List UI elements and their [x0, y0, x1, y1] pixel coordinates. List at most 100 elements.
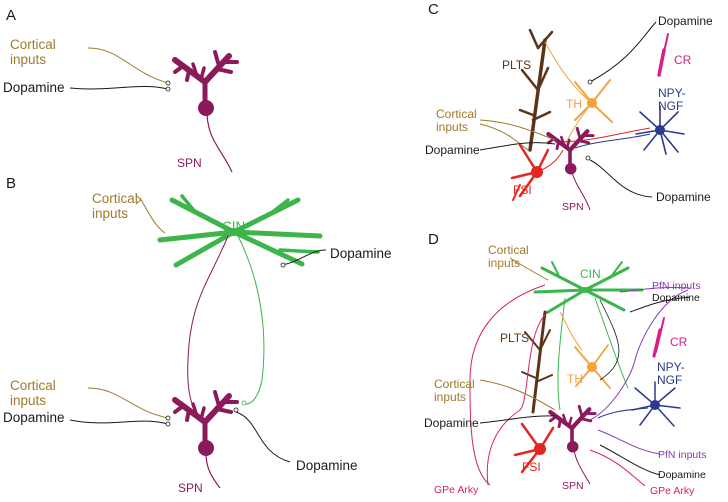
plts-neuron: [518, 28, 554, 152]
dopamine-label: Dopamine: [652, 292, 700, 304]
dopamine-label: Dopamine: [656, 190, 711, 204]
fsi-label: FSI: [513, 183, 532, 197]
dopamine-label: Dopamine: [425, 143, 480, 157]
synapse-terminal: [241, 400, 247, 406]
spn-axon: [571, 171, 591, 211]
npy-ngf-label: NPY- NGF: [658, 86, 689, 113]
gpe-arky-label: GPe Arky: [434, 484, 479, 496]
pfn-input-line: [589, 289, 689, 421]
cin-axon: [594, 297, 629, 389]
synapse-terminal: [165, 415, 171, 421]
th-label: TH: [567, 372, 583, 386]
plts-neuron: [521, 310, 553, 414]
dopamine-label: Dopamine: [658, 14, 713, 28]
cortical-input-line: [87, 47, 169, 84]
panel-d-letter: D: [428, 231, 439, 248]
dopamine-label: Dopamine: [3, 80, 65, 95]
spn-label: SPN: [562, 201, 584, 213]
panel-d: D: [424, 231, 706, 497]
synapse-terminal: [233, 407, 239, 413]
cortical-inputs-label: Cortical inputs: [92, 191, 142, 221]
dopamine-input-line: [629, 296, 691, 313]
fsi-neuron: [513, 422, 555, 474]
spn-axon: [206, 113, 233, 173]
dopamine-input-line: [589, 21, 657, 83]
dopamine-label: Dopamine: [296, 458, 358, 473]
panel-c: C: [425, 1, 713, 213]
gpe-arky-label: GPe Arky: [650, 485, 695, 497]
dopamine-input-line: [235, 411, 291, 463]
pfn-inputs-label: PfN inputs: [658, 449, 706, 461]
cin-neuron: [157, 194, 323, 268]
th-axon: [544, 41, 593, 104]
dopamine-input-line: [69, 85, 169, 90]
cortical-input-line: [479, 379, 556, 411]
cin-neuron: [533, 261, 644, 314]
dopamine-input-line: [599, 444, 661, 476]
npy-ngf-neuron: [631, 381, 681, 427]
gpe-arky-line: [589, 449, 646, 487]
synapse-terminal: [280, 262, 286, 268]
th-label: TH: [566, 97, 582, 111]
plts-label: PLTS: [500, 331, 529, 345]
pfn-input-line: [619, 286, 691, 293]
cin-label: CIN: [580, 267, 601, 281]
plts-label: PLTS: [502, 58, 531, 72]
cr-label: CR: [670, 335, 688, 349]
synapse-terminal: [585, 155, 591, 161]
cr-neuron: [657, 33, 669, 77]
cortical-input-line: [479, 119, 556, 141]
fsi-axon: [536, 149, 564, 173]
spn-neuron: [175, 52, 237, 116]
cortical-input-line: [509, 257, 549, 281]
cortical-input-line: [479, 123, 529, 151]
cortical-inputs-label: Cortical inputs: [488, 243, 532, 270]
th-axon: [564, 107, 589, 146]
dopamine-input-line: [589, 159, 653, 198]
synapse-terminal: [165, 421, 171, 427]
pfn-inputs-label: PfN inputs: [652, 280, 700, 292]
panel-b: B Cortical: [3, 175, 392, 495]
synapse-terminal: [587, 79, 593, 85]
cin-cortical-input-line: [139, 197, 166, 234]
cortical-input-line: [87, 387, 169, 419]
panel-a: A Cortical inputs Dopamine SPN: [3, 7, 237, 173]
panel-b-letter: B: [6, 175, 16, 192]
cin-to-spn-axon: [187, 235, 229, 421]
panel-c-letter: C: [428, 1, 439, 18]
dopamine-input-line: [599, 299, 620, 381]
cortical-inputs-label: Cortical inputs: [10, 37, 60, 67]
fsi-axon: [554, 127, 651, 143]
spn-label: SPN: [562, 480, 584, 492]
dopamine-label: Dopamine: [3, 410, 65, 425]
spn-neuron: [175, 392, 237, 456]
synapse-terminal: [165, 86, 171, 92]
cortical-inputs-label: Cortical inputs: [10, 378, 60, 408]
npy-ngf-label: NPY- NGF: [657, 360, 688, 387]
cr-neuron: [652, 317, 665, 358]
th-neuron: [574, 344, 611, 389]
spn-neuron: [550, 406, 595, 452]
npy-axon: [574, 133, 651, 149]
synapse-terminal: [165, 80, 171, 86]
th-axon: [559, 311, 583, 351]
fsi-neuron: [510, 143, 550, 201]
spn-axon: [573, 449, 591, 485]
npy-ngf-neuron: [635, 105, 685, 155]
gpe-arky-line: [486, 311, 549, 486]
panel-a-letter: A: [6, 7, 16, 24]
spn-label: SPN: [178, 481, 203, 495]
input-arrowhead: [135, 194, 142, 205]
gpe-arky-line: [469, 284, 546, 486]
dopamine-input-line: [479, 142, 556, 151]
cin-axon: [237, 235, 265, 405]
dopamine-input-line: [69, 419, 169, 425]
fsi-label: FSI: [522, 460, 541, 474]
npy-axon: [597, 407, 649, 419]
pfn-input-line: [597, 429, 661, 455]
dopamine-label: Dopamine: [330, 246, 392, 261]
cin-axon: [557, 297, 566, 411]
cin-label: CIN: [222, 219, 245, 234]
cortical-inputs-label: Cortical inputs: [434, 377, 478, 404]
